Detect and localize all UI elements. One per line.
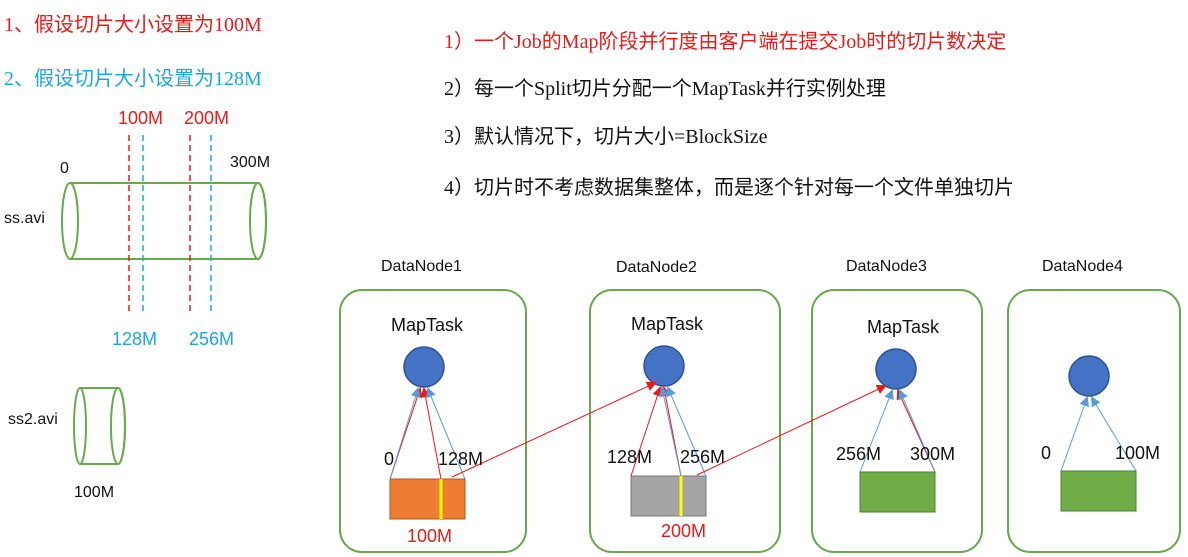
scenario-2-label: 2、假设切片大小设置为128M [4,68,262,90]
file1-start-label: 0 [60,160,69,177]
arrow-n2-blue-a [658,386,682,477]
arrow-n2-blue-b [666,386,707,477]
file2-size-label: 100M [74,484,115,501]
maptask1-label: MapTask [391,315,464,335]
arrow-n1-red-b [420,387,442,480]
datanode4-title: DataNode4 [1042,258,1123,275]
node2-bottom-label: 200M [661,521,707,541]
scenario-1-label: 1、假设切片大小设置为100M [4,14,262,36]
maptask2-label: MapTask [631,314,704,334]
node4-left-label: 0 [1041,443,1052,463]
node1-left-label: 0 [384,449,395,469]
file1-name: ss.avi [4,210,45,227]
arrow-cross-n2-n3 [696,384,887,476]
datanode3-title: DataNode3 [846,258,927,275]
datanode1-title: DataNode1 [381,258,462,275]
node1-right-label: 128M [438,449,484,469]
arrow-n1-blue-b [426,387,466,480]
block2 [630,475,707,517]
maptask2-circle [643,345,685,387]
arrow-n3-blue-b [898,389,936,473]
arrow-n4-blue-b [1090,396,1137,472]
arrow-n1-blue-a [389,387,421,480]
maptask4-circle [1068,355,1110,397]
rule-2: 2）每一个Split切片分配一个MapTask并行实例处理 [444,78,886,100]
block3 [859,471,936,513]
file1-cylinder [61,182,267,260]
block1 [389,478,466,520]
node4-right-label: 100M [1115,443,1161,463]
node2-left-label: 128M [607,447,653,467]
maptask3-circle [875,348,917,390]
cut-label-200m: 200M [184,108,230,128]
datanode2-box [589,289,781,553]
arrow-n4-blue-a [1060,396,1090,472]
maptask1-circle [403,346,445,388]
arrow-cross-n1-n2 [451,381,657,478]
rule-3: 3）默认情况下，切片大小=BlockSize [444,126,768,148]
file2-name: ss2.avi [8,411,58,428]
arrow-n2-red-a [630,386,663,477]
cut-label-128m: 128M [112,329,158,349]
node3-right-label: 300M [910,444,956,464]
datanode2-title: DataNode2 [616,259,697,276]
node3-left-label: 256M [836,444,882,464]
node2-right-label: 256M [680,447,726,467]
file1-end-label: 300M [230,154,271,171]
rule-4: 4）切片时不考虑数据集整体，而是逐个针对每一个文件单独切片 [444,177,1014,199]
block4 [1060,470,1137,512]
arrow-n3-blue-a [859,389,894,473]
cut-label-256m: 256M [189,329,235,349]
rule-1: 1）一个Job的Map阶段并行度由客户端在提交Job时的切片数决定 [444,31,1007,53]
datanode4-box [1007,289,1181,553]
datanode1-box [339,289,527,553]
cut-label-100m: 100M [118,108,164,128]
maptask3-label: MapTask [867,317,940,337]
file2-cylinder [73,387,126,465]
node1-bottom-label: 100M [407,526,453,546]
